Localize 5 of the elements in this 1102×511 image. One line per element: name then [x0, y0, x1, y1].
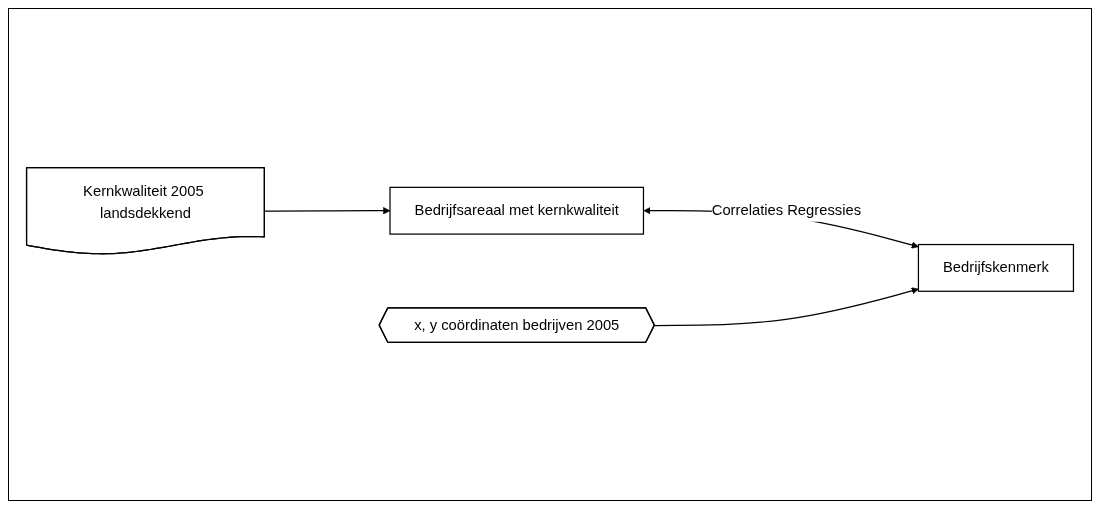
arrow — [264, 206, 391, 214]
arrow — [654, 286, 919, 326]
node-box: Bedrijfsareaal met kernkwaliteit — [389, 186, 645, 235]
edge-label: Correlaties Regressies — [711, 201, 862, 219]
node-box: Bedrijfskenmerk — [917, 243, 1075, 292]
